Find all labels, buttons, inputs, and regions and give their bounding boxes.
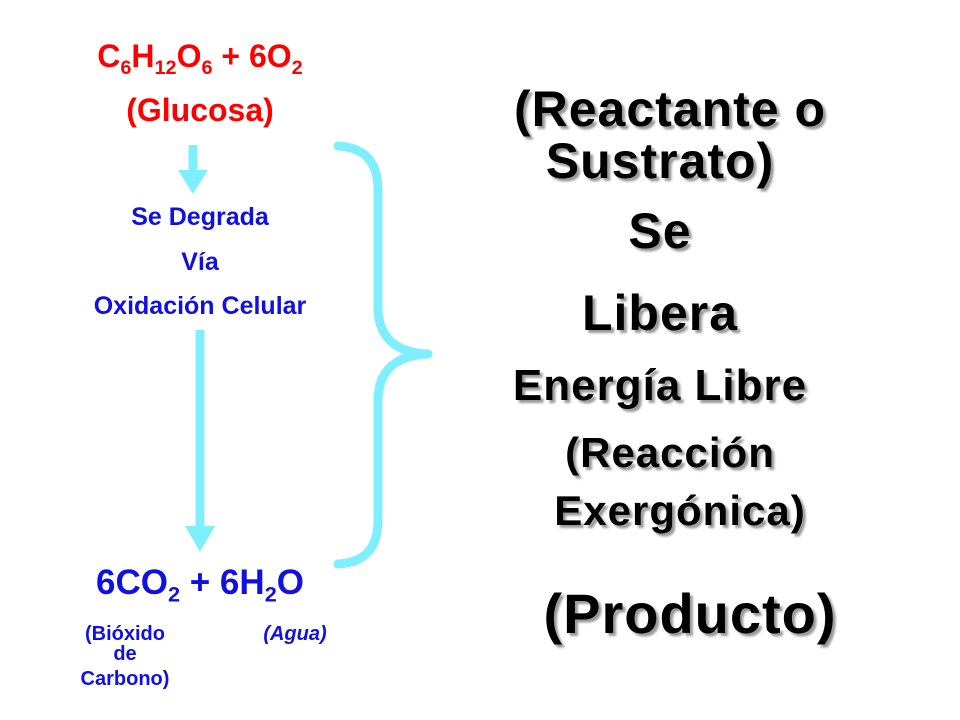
co2-label-line-1: (Bióxido — [85, 623, 165, 645]
glucose-formula: C6H12O6 + 6O2 — [97, 38, 303, 79]
co2-label-line-2: de — [113, 643, 137, 665]
degradation-arrow-top — [178, 145, 208, 194]
libera-word: Libera — [581, 285, 739, 341]
process-line-3: Oxidación Celular — [93, 292, 307, 320]
water-label: (Agua) — [263, 623, 327, 645]
free-energy-label: Energía Libre — [512, 361, 808, 410]
glucose-label: (Glucosa) — [126, 92, 274, 128]
product-formula: 6CO2 + 6H2O — [96, 563, 304, 607]
product-heading: (Producto) — [543, 582, 837, 645]
process-line-2: Vía — [181, 248, 219, 276]
reactant-heading-line-2: Sustrato) — [545, 133, 775, 189]
process-line-1: Se Degrada — [131, 203, 269, 231]
degradation-arrow-bottom — [185, 330, 215, 552]
se-word: Se — [628, 203, 692, 259]
reaction-type-line-2: Exergónica) — [554, 487, 806, 534]
curly-brace — [333, 141, 433, 569]
reaction-type-line-1: (Reacción — [565, 429, 775, 476]
reactant-heading-line-1: (Reactante o — [513, 81, 827, 137]
co2-label-line-3: Carbono) — [80, 668, 170, 690]
